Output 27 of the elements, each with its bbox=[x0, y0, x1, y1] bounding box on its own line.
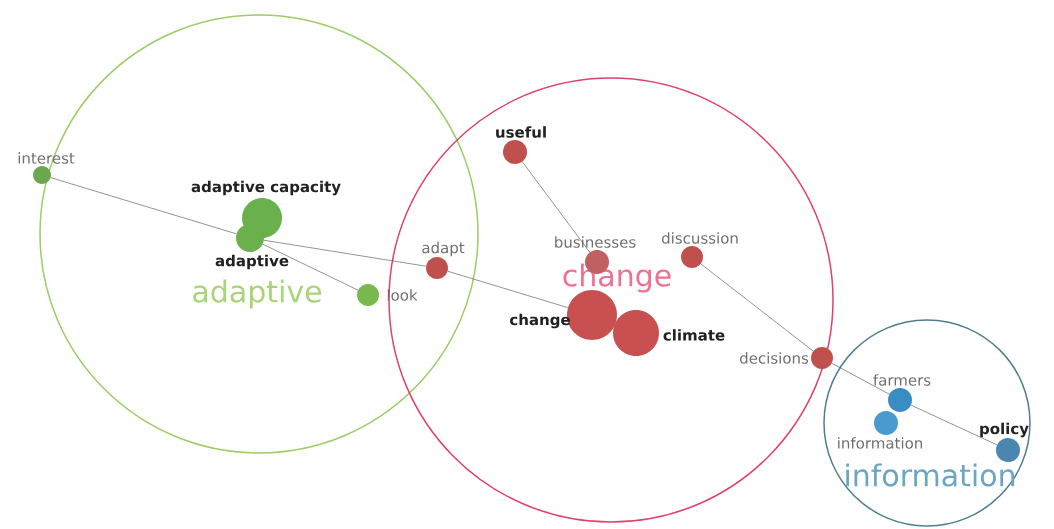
term-bubble: information bbox=[838, 411, 923, 449]
node-label: useful bbox=[496, 126, 546, 138]
connector-line bbox=[831, 363, 890, 395]
connector-line bbox=[447, 270, 569, 308]
node-label: farmers bbox=[873, 374, 931, 386]
term-bubble: adapt bbox=[422, 241, 465, 279]
term-bubble: policy bbox=[980, 422, 1029, 462]
node-label: businesses bbox=[555, 236, 636, 248]
node-label: adapt bbox=[422, 241, 465, 257]
node-label: climate bbox=[663, 329, 725, 341]
connector-line bbox=[50, 177, 237, 235]
connector-line bbox=[522, 161, 590, 253]
term-bubble: climate bbox=[613, 310, 725, 356]
node-label: adaptive capacity bbox=[191, 180, 341, 196]
term-bubble: adaptive bbox=[215, 224, 289, 270]
term-bubble: useful bbox=[496, 126, 546, 164]
connector-line bbox=[263, 239, 427, 267]
node-label: discussion bbox=[661, 232, 738, 244]
term-bubble: farmers bbox=[873, 374, 931, 412]
node-label: information bbox=[838, 437, 923, 449]
node-label: policy bbox=[980, 422, 1029, 438]
connector-line bbox=[700, 263, 814, 352]
term-bubble: discussion bbox=[661, 232, 738, 268]
connector-line bbox=[262, 243, 359, 291]
node-label: adaptive bbox=[215, 254, 289, 270]
connector-line bbox=[910, 404, 998, 446]
node-label: decisions bbox=[740, 352, 809, 364]
